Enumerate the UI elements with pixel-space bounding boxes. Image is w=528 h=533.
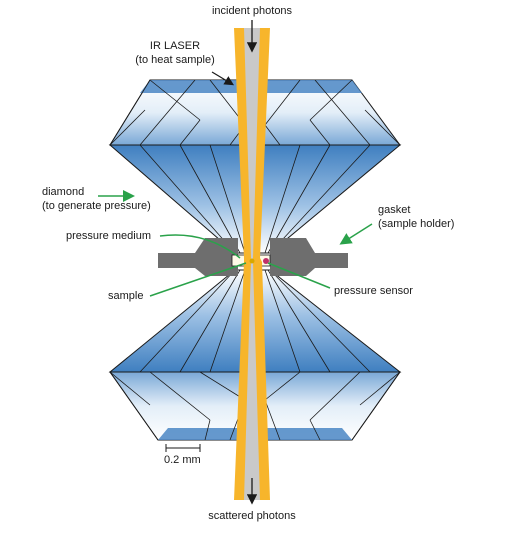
sample-dot	[249, 258, 255, 264]
gasket-sublabel: (sample holder)	[378, 218, 455, 230]
pressure-sensor-pointer	[267, 262, 331, 289]
ir-laser-sublabel: (to heat sample)	[135, 54, 215, 66]
ir-laser-arrow	[211, 71, 235, 86]
sample-pointer	[149, 262, 247, 297]
incident-photons-label: incident photons	[211, 5, 293, 17]
diamond-sublabel: (to generate pressure)	[42, 200, 151, 212]
gasket-label: gasket	[378, 204, 411, 216]
scale-bar-label: 0.2 mm	[164, 454, 201, 466]
sample-label: sample	[108, 290, 144, 302]
pressure-medium-pointer	[159, 234, 241, 259]
laser-beam	[234, 28, 270, 500]
pressure-sensor-label: pressure sensor	[334, 285, 413, 297]
gasket	[158, 238, 348, 276]
gasket-arrow	[339, 223, 373, 245]
scattered-photons-label: scattered photons	[208, 510, 296, 522]
ir-laser-label: IR LASER	[149, 40, 201, 52]
diamond-label: diamond	[42, 186, 85, 198]
scale-bar	[165, 444, 201, 452]
pressure-medium-label: pressure medium	[66, 230, 151, 242]
pressure-sensor-dot	[263, 258, 269, 264]
